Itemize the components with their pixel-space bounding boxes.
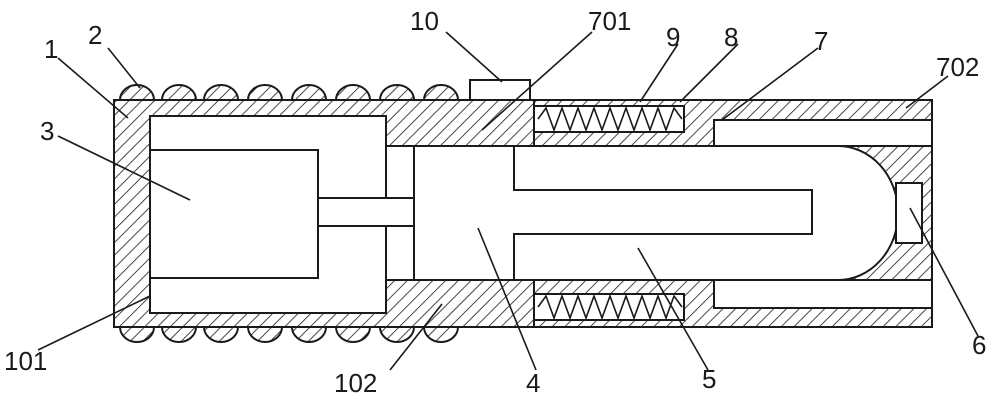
- motor: [150, 150, 414, 278]
- label-10: 10: [410, 6, 439, 36]
- label-101: 101: [4, 346, 47, 376]
- label-4: 4: [526, 368, 540, 398]
- label-3: 3: [40, 116, 54, 146]
- label-6: 6: [972, 330, 986, 360]
- label-1: 1: [44, 34, 58, 64]
- label-9: 9: [666, 22, 680, 52]
- label-102: 102: [334, 368, 377, 398]
- label-7: 7: [814, 26, 828, 56]
- label-5: 5: [702, 364, 716, 394]
- label-2: 2: [88, 20, 102, 50]
- button: [470, 80, 530, 100]
- label-8: 8: [724, 22, 738, 52]
- grip-bumps-bottom: [120, 327, 458, 342]
- label-701: 701: [588, 6, 631, 36]
- grip-bumps-top: [120, 85, 458, 100]
- label-702: 702: [936, 52, 979, 82]
